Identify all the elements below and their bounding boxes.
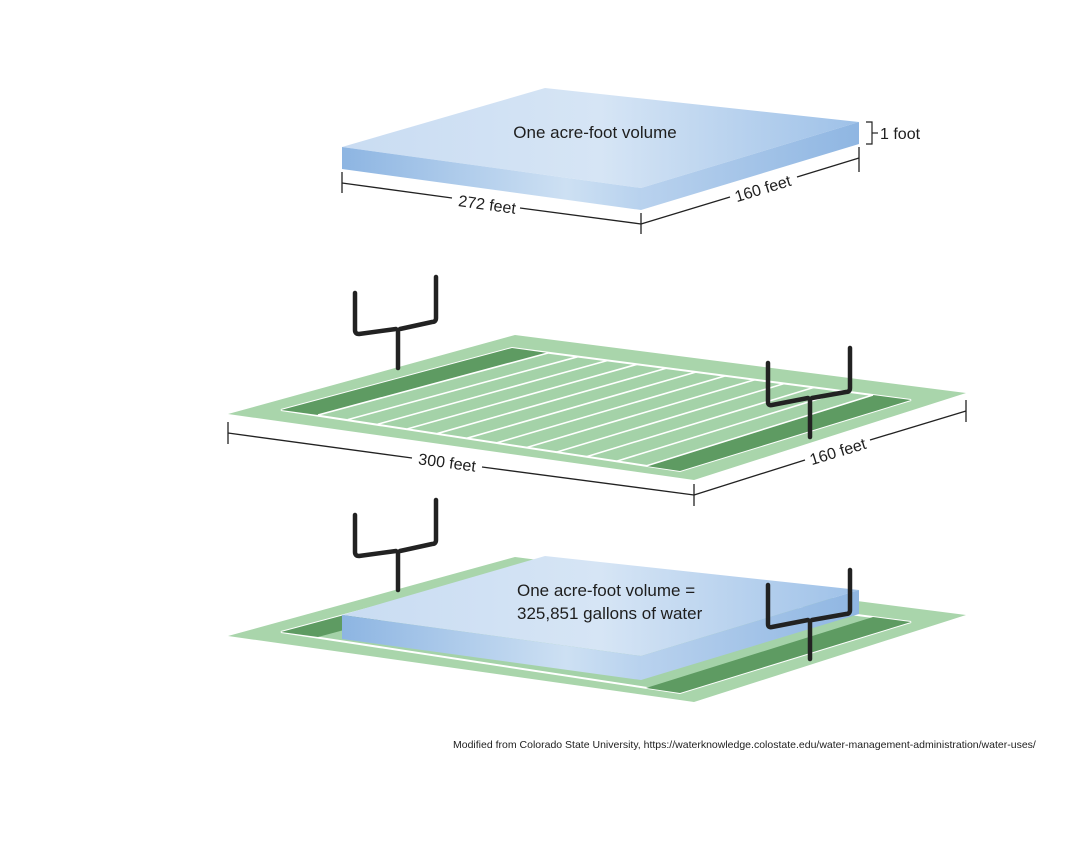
- acre-foot-slab: [342, 88, 859, 210]
- yard-line: [496, 375, 726, 444]
- slab-right-face: [641, 122, 859, 210]
- goalpost-right-bottom: [765, 567, 853, 662]
- goalpost-right: [765, 345, 853, 440]
- water-volume-line1: One acre-foot volume =: [517, 581, 695, 600]
- water-volume-line2: 325,851 gallons of water: [517, 604, 703, 623]
- yard-lines: [317, 352, 874, 467]
- slab-length-label: 272 feet: [457, 193, 517, 218]
- field-length-dimension: [227, 422, 695, 506]
- goal-line: [645, 394, 874, 467]
- field-width-dimension: [693, 400, 967, 496]
- slab-top-face: [342, 88, 859, 188]
- yard-line: [526, 378, 756, 449]
- yard-line: [437, 367, 667, 435]
- football-field: [228, 335, 966, 480]
- water-front-face: [342, 615, 641, 680]
- yard-line: [347, 356, 578, 421]
- water-right-face: [641, 590, 859, 680]
- slab-front-face: [342, 147, 641, 210]
- source-citation: Modified from Colorado State University,…: [453, 739, 1036, 751]
- yard-line: [466, 371, 696, 439]
- endzone-right: [646, 395, 911, 471]
- goal-line: [317, 352, 549, 416]
- endzone-left: [281, 348, 548, 415]
- slab-length-dimension: [341, 172, 642, 234]
- yard-line: [615, 390, 844, 463]
- field-with-water: [228, 556, 966, 702]
- field-length-label: 300 feet: [417, 451, 477, 475]
- goalpost-left-bottom: [352, 497, 439, 593]
- yard-line: [407, 363, 637, 430]
- slab-volume-label: One acre-foot volume: [513, 123, 676, 142]
- goalpost-left: [352, 274, 439, 371]
- height-label: 1 foot: [880, 126, 921, 143]
- slab-width-dimension: [640, 147, 860, 225]
- height-bracket: [866, 121, 878, 145]
- field2-endzone-right: [646, 617, 911, 693]
- yard-line: [556, 382, 785, 453]
- water-top-face: [342, 556, 859, 656]
- field-width-label: 160 feet: [808, 436, 869, 469]
- yard-line: [586, 386, 815, 458]
- yard-line: [377, 359, 608, 426]
